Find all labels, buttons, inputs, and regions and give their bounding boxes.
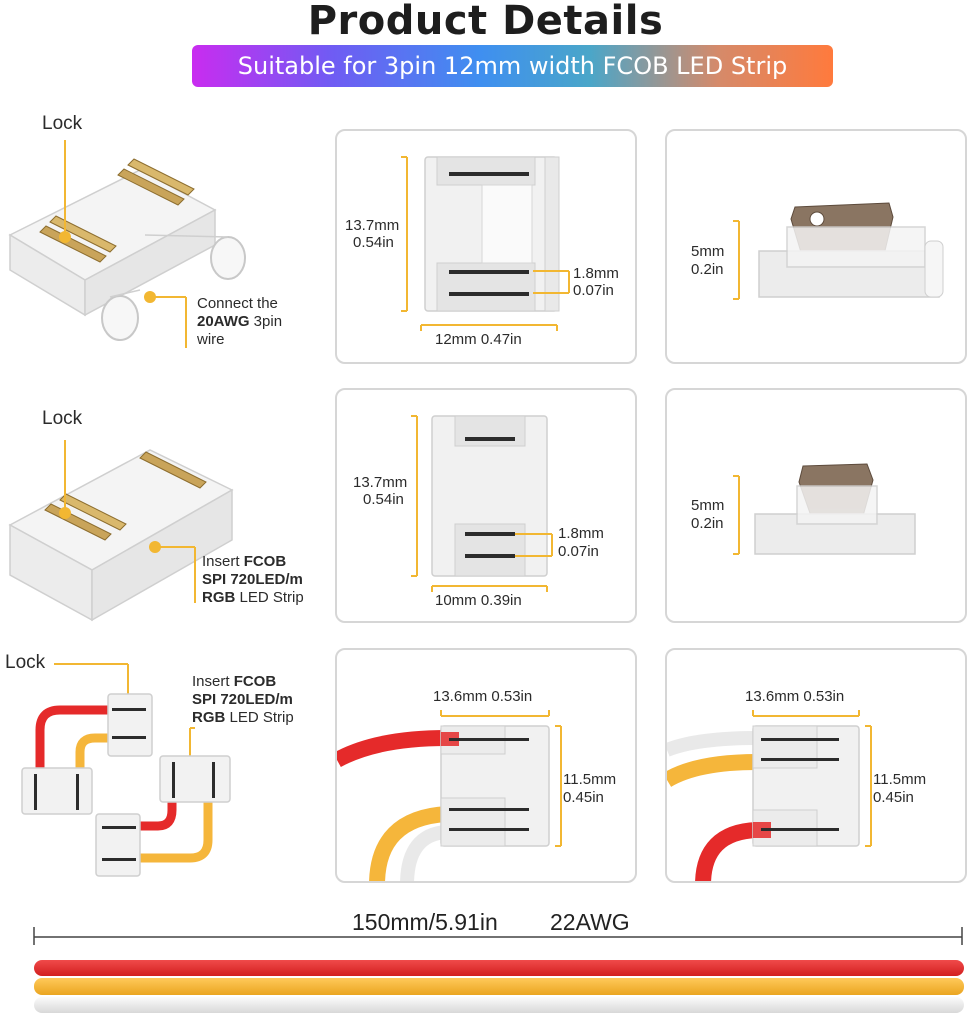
l-connector-drawing-left bbox=[337, 710, 562, 881]
side-view-drawing-2 bbox=[733, 463, 916, 555]
connector-3d-illustration-1 bbox=[8, 140, 246, 348]
slot-in-label-1: 0.07in bbox=[573, 282, 614, 299]
slot-in-label-2: 0.07in bbox=[558, 543, 599, 560]
insert-label-2-line3: RGB LED Strip bbox=[202, 589, 304, 607]
lock-label-2: Lock bbox=[42, 408, 83, 429]
insert-fcob-3: FCOB bbox=[233, 673, 277, 690]
subtitle-banner: Suitable for 3pin 12mm width FCOB LED St… bbox=[192, 45, 833, 87]
front-view-card-2: 13.7mm 0.54in 1.8mm 0.07in 10mm 0.39in bbox=[335, 388, 637, 623]
l-connector-drawing-right bbox=[667, 710, 872, 881]
connect-label-line3: wire bbox=[197, 331, 225, 348]
connect-label-pin: 3pin bbox=[249, 313, 283, 330]
insert-rgb-2: RGB bbox=[202, 589, 236, 606]
insert-strip-3: LED Strip bbox=[225, 709, 294, 726]
insert-label-3-line1: Insert FCOB bbox=[192, 673, 276, 691]
side-view-card-2: 5mm 0.2in bbox=[665, 388, 967, 623]
side-height-mm-label-2: 5mm bbox=[691, 497, 725, 514]
width-label-2: 10mm 0.39in bbox=[435, 592, 522, 609]
side-height-in-label-2: 0.2in bbox=[691, 515, 724, 532]
insert-spi-2: SPI 720LED/m bbox=[202, 571, 303, 588]
insert-fcob-2: FCOB bbox=[243, 553, 287, 570]
wire-yellow bbox=[34, 978, 964, 995]
side-height-in-label-1: 0.2in bbox=[691, 261, 724, 278]
front-view-drawing-2 bbox=[411, 415, 553, 592]
wire-red bbox=[34, 960, 964, 976]
l-width-label-left: 13.6mm 0.53in bbox=[433, 688, 533, 705]
insert-label-2-line1: Insert FCOB bbox=[202, 553, 286, 571]
slot-mm-label-2: 1.8mm bbox=[558, 525, 604, 542]
connect-label-line1: Connect the bbox=[197, 295, 278, 312]
l-connector-card-right: 13.6mm 0.53in 11.5mm 0.45in bbox=[665, 648, 967, 883]
insert-label-2-line2: SPI 720LED/m bbox=[202, 571, 303, 589]
connector-3d-illustration-2 bbox=[8, 440, 234, 622]
height-in-label-1: 0.54in bbox=[353, 234, 394, 251]
cable-length-dimension bbox=[33, 927, 963, 945]
slot-mm-label-1: 1.8mm bbox=[573, 265, 619, 282]
insert-rgb-3: RGB bbox=[192, 709, 226, 726]
insert-strip-2: LED Strip bbox=[235, 589, 304, 606]
side-height-mm-label-1: 5mm bbox=[691, 243, 725, 260]
height-mm-label-1: 13.7mm bbox=[345, 217, 400, 234]
insert-word-3: Insert bbox=[192, 673, 234, 690]
side-view-drawing-1 bbox=[733, 202, 944, 300]
l-height-mm-label-right: 11.5mm bbox=[873, 771, 927, 788]
l-height-in-label-left: 0.45in bbox=[563, 789, 604, 806]
l-connector-illustration bbox=[21, 663, 231, 877]
height-in-label-2: 0.54in bbox=[363, 491, 404, 508]
lock-label-3: Lock bbox=[5, 652, 46, 673]
connect-label-line2: 20AWG 3pin bbox=[197, 313, 282, 331]
front-view-card-1: 13.7mm 0.54in 1.8mm 0.07in 12mm 0.47in bbox=[335, 129, 637, 364]
height-mm-label-2: 13.7mm bbox=[353, 474, 408, 491]
cable-gauge-label: 22AWG bbox=[550, 909, 630, 935]
insert-word-2: Insert bbox=[202, 553, 244, 570]
l-height-in-label-right: 0.45in bbox=[873, 789, 914, 806]
wire-white bbox=[34, 997, 964, 1013]
l-width-label-right: 13.6mm 0.53in bbox=[745, 688, 845, 705]
insert-label-3-line2: SPI 720LED/m bbox=[192, 691, 293, 709]
cable-length-label: 150mm/5.91in bbox=[352, 909, 498, 935]
side-view-card-1: 5mm 0.2in bbox=[665, 129, 967, 364]
front-view-drawing-1 bbox=[401, 156, 570, 331]
connect-label-awg: 20AWG bbox=[197, 313, 250, 330]
l-connector-card-left: 13.6mm 0.53in 11.5mm 0.45in bbox=[335, 648, 637, 883]
insert-label-3-line3: RGB LED Strip bbox=[192, 709, 294, 727]
insert-spi-3: SPI 720LED/m bbox=[192, 691, 293, 708]
l-height-mm-label-left: 11.5mm bbox=[563, 771, 617, 788]
page-title: Product Details bbox=[307, 0, 664, 44]
width-label-1: 12mm 0.47in bbox=[435, 331, 522, 348]
lock-label-1: Lock bbox=[42, 113, 83, 134]
